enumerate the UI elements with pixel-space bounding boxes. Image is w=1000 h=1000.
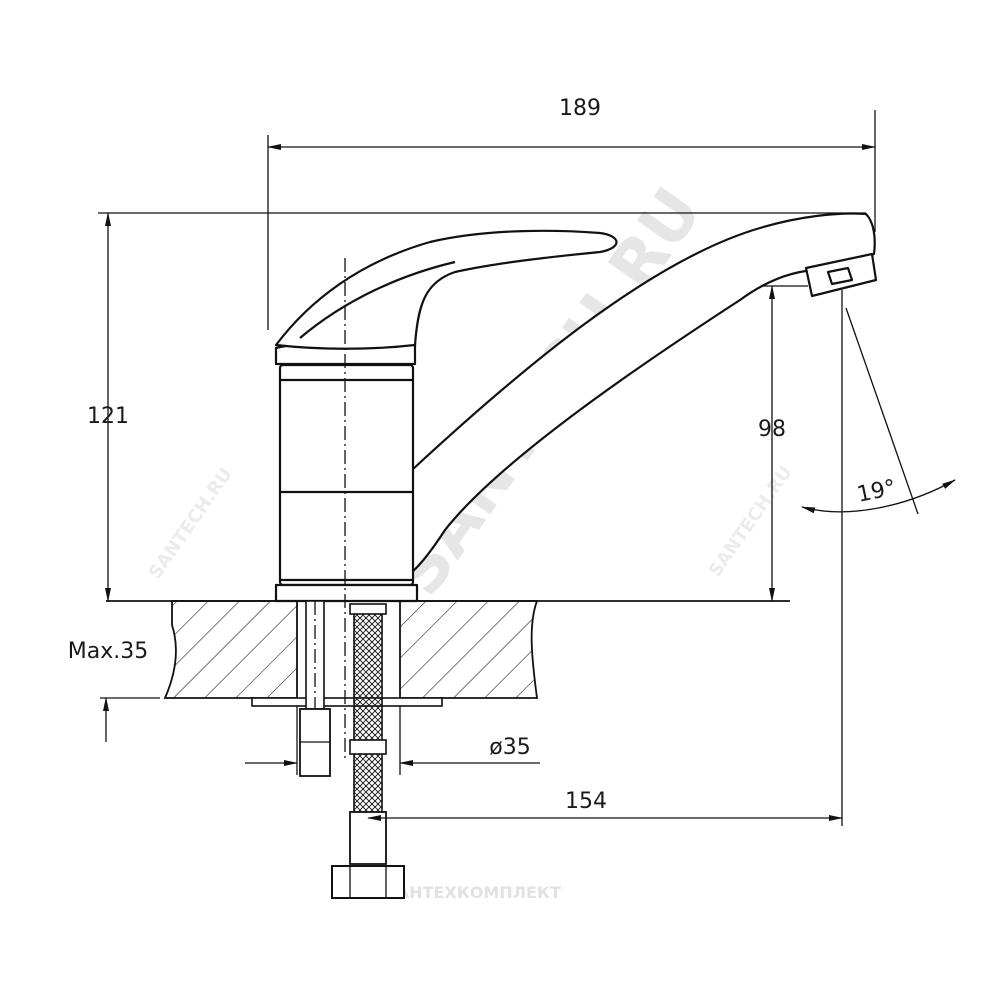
countertop-right-block — [399, 600, 539, 699]
hose-ferrule-bottom — [349, 811, 387, 865]
hose-mesh-lower — [353, 751, 383, 815]
hose-mesh-upper — [353, 611, 383, 743]
angle-arc — [801, 479, 956, 514]
watermark-bottom: САНТЕХКОМПЛЕКТ — [385, 883, 561, 902]
lever-detail-line — [299, 260, 456, 339]
dimension-spout-clearance: 98 — [758, 285, 808, 602]
dimension-mount-hole: ø35 — [245, 706, 540, 775]
faucet-aerator — [804, 252, 878, 298]
dim-label-d35: ø35 — [489, 735, 530, 760]
supply-hose — [331, 603, 405, 899]
dim-label-max35: Max.35 — [68, 639, 148, 664]
watermark-small-left: SANTECH.RU — [145, 464, 237, 583]
faucet-lever — [274, 229, 618, 350]
dimension-spout-reach: 154 — [367, 789, 843, 821]
dim-label-98: 98 — [758, 417, 786, 442]
faucet-base — [274, 583, 419, 603]
dimension-spout-angle: 19° — [801, 290, 956, 826]
dim-label-19deg: 19° — [855, 475, 898, 508]
countertop-section — [106, 600, 790, 707]
dim-label-121: 121 — [87, 404, 129, 429]
mounting-stud — [299, 600, 331, 777]
faucet-spout — [410, 212, 876, 574]
hose-ferrule-mid — [349, 739, 387, 755]
dimension-max-countertop: Max.35 — [68, 639, 160, 742]
faucet — [274, 212, 878, 603]
dimension-overall-height: 121 — [87, 212, 866, 602]
dim-label-189: 189 — [559, 96, 601, 121]
faucet-body-cylinder — [278, 363, 415, 587]
mounting-plate — [251, 697, 443, 707]
dimension-overall-length: 189 — [267, 96, 876, 330]
hose-ferrule-top — [349, 603, 387, 615]
dim-label-154: 154 — [565, 789, 607, 814]
watermark-small-right: SANTECH.RU — [705, 462, 797, 581]
hose-hex-nut — [331, 865, 405, 899]
aerator-detail — [826, 266, 854, 286]
countertop-left-block — [163, 600, 298, 699]
